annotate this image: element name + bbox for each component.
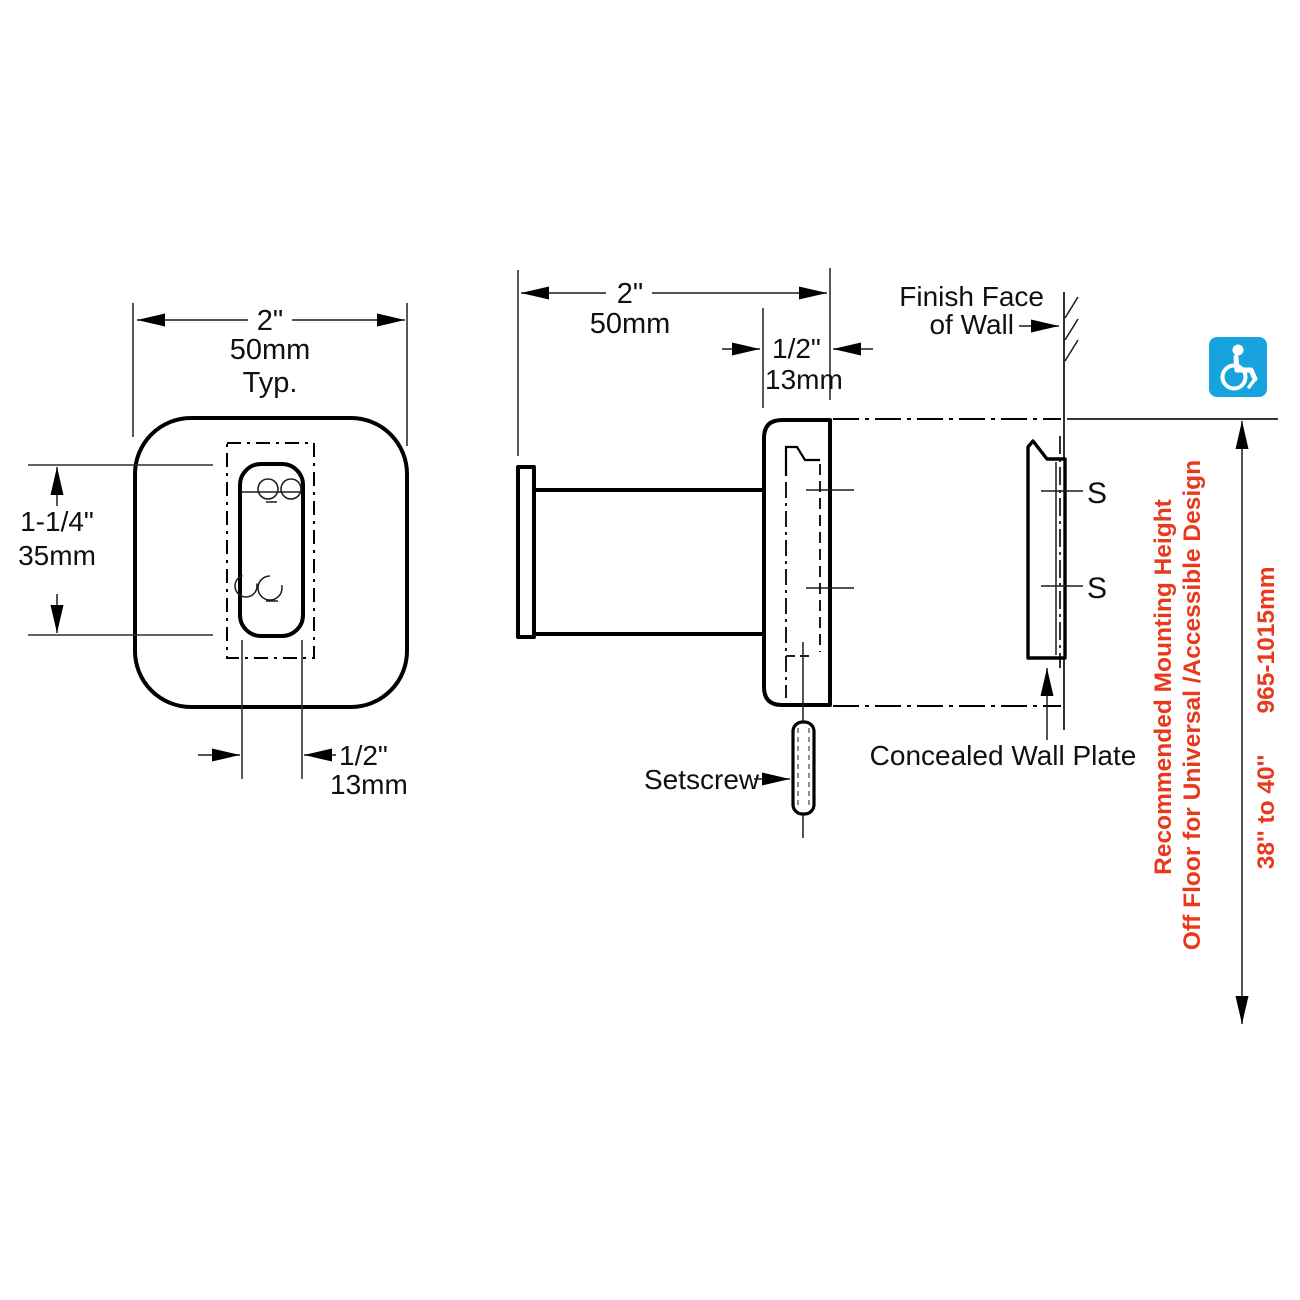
front-view: 2" 50mm Typ. 1-1/4" 35mm xyxy=(18,303,409,800)
hook-body xyxy=(762,418,832,707)
front-slot-inches: 1/2" xyxy=(339,740,388,771)
screw-label-top: S xyxy=(1087,477,1107,510)
screw-callout-top: S xyxy=(1041,477,1107,510)
screw-holes xyxy=(234,478,302,602)
hidden-wall-plate-outline xyxy=(226,442,315,659)
concealed-wall-plate xyxy=(1026,436,1067,668)
concealed-plate-callout: Concealed Wall Plate xyxy=(870,668,1137,771)
front-height-dimension: 1-1/4" 35mm xyxy=(18,464,213,636)
side-projection-mm: 50mm xyxy=(590,308,671,340)
side-depth-dimension: 1/2" 13mm xyxy=(722,308,873,408)
screw-callout-bottom: S xyxy=(1041,572,1107,605)
hook-face-outline xyxy=(133,416,409,709)
front-width-typ: Typ. xyxy=(243,367,298,399)
side-depth-inches: 1/2" xyxy=(772,333,821,364)
side-view: 2" 50mm 1/2" 13mm xyxy=(516,268,873,838)
side-projection-dimension: 2" 50mm xyxy=(517,268,831,456)
hook-tip-flange xyxy=(516,465,536,639)
finish-face-callout: Finish Face of Wall xyxy=(899,281,1059,340)
front-width-mm: 50mm xyxy=(230,334,311,366)
finish-face-label-2: of Wall xyxy=(929,309,1014,340)
front-width-inches: 2" xyxy=(257,305,283,337)
setscrew-label: Setscrew xyxy=(644,764,760,795)
mounting-range-mm: 965-1015mm xyxy=(1253,566,1280,713)
front-width-dimension: 2" 50mm Typ. xyxy=(132,303,408,446)
setscrew xyxy=(791,720,816,816)
side-projection-inches: 2" xyxy=(617,278,643,310)
mounting-note-line1: Recommended Mounting Height xyxy=(1150,499,1177,875)
mounting-slot xyxy=(238,462,305,638)
screw-label-bottom: S xyxy=(1087,572,1107,605)
mounting-range-inches: 38'' to 40'' xyxy=(1253,755,1280,870)
wall-section: Finish Face of Wall S S Concealed Wall P… xyxy=(833,281,1136,771)
side-depth-mm: 13mm xyxy=(765,364,843,395)
mounting-height-dimension: Recommended Mounting Height Off Floor fo… xyxy=(1067,418,1280,1024)
front-height-mm: 35mm xyxy=(18,540,96,571)
finish-face-label-1: Finish Face xyxy=(899,281,1044,312)
mounting-note-line2: Off Floor for Universal /Accessible Desi… xyxy=(1179,460,1206,950)
front-height-inches: 1-1/4" xyxy=(20,506,94,537)
concealed-plate-label: Concealed Wall Plate xyxy=(870,740,1137,771)
front-slot-dimension: 1/2" 13mm xyxy=(198,640,408,800)
wheelchair-accessible-icon xyxy=(1209,337,1267,397)
setscrew-callout: Setscrew xyxy=(644,764,790,795)
front-slot-mm: 13mm xyxy=(330,769,408,800)
